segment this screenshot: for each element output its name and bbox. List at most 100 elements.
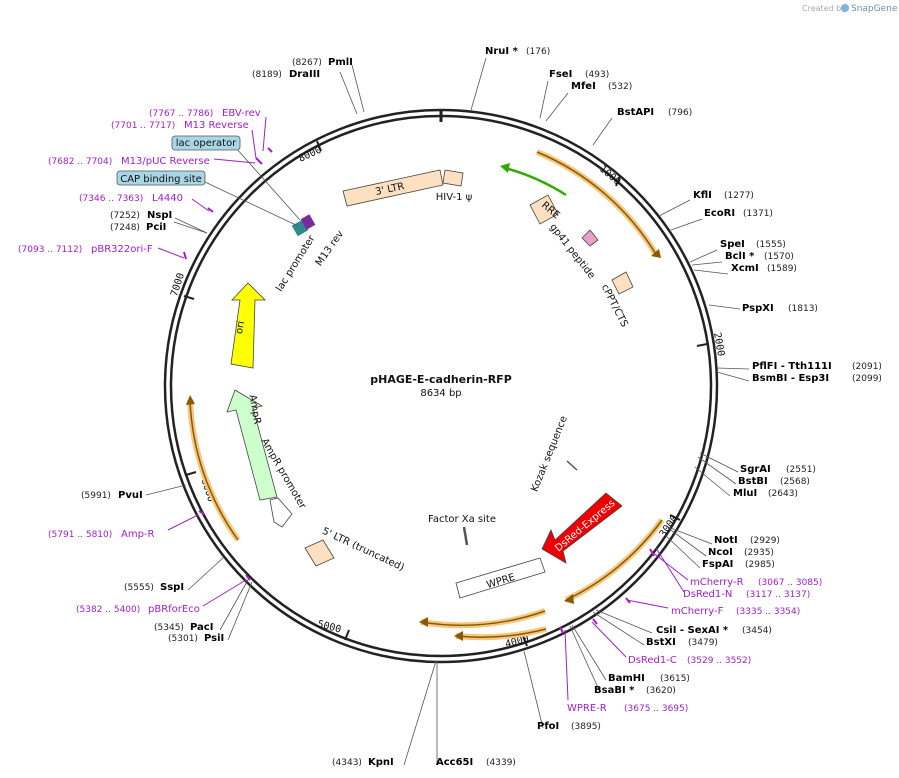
lac-operator-box	[171, 135, 241, 151]
ltr3-box	[342, 169, 444, 207]
svg-text:(4343): (4343)	[332, 758, 362, 768]
snapgene-logo-icon	[841, 4, 849, 12]
svg-text:(493): (493)	[585, 70, 609, 80]
cap-binding-site-box	[116, 170, 206, 186]
svg-text:(7346 .. 7363): (7346 .. 7363)	[79, 194, 143, 204]
enzyme-psii: PsiI	[204, 633, 224, 644]
dsred-label: DsRed-Express	[553, 498, 617, 554]
svg-text:(1570): (1570)	[764, 252, 794, 262]
rre-box	[529, 194, 559, 225]
svg-text:(5791 .. 5810): (5791 .. 5810)	[48, 530, 112, 540]
svg-text:(4339): (4339)	[486, 758, 516, 768]
enzyme-nspi: NspI	[147, 210, 172, 221]
enzyme-draiii: DraIII	[289, 69, 320, 80]
cppt-box	[611, 271, 634, 295]
primer-labels: mCherry-R (3067 .. 3085) DsRed1-N (3117 …	[18, 108, 822, 714]
svg-text:(3479): (3479)	[688, 638, 718, 648]
svg-text:(3454): (3454)	[742, 626, 772, 636]
svg-text:(2091): (2091)	[852, 362, 882, 372]
enzyme-pmli: PmlI	[328, 57, 353, 68]
svg-text:(7252): (7252)	[110, 211, 140, 221]
ltr5-box	[304, 539, 335, 567]
primer-mcherry-r: mCherry-R	[690, 577, 744, 588]
svg-text:(5382 .. 5400): (5382 .. 5400)	[76, 605, 140, 615]
enzyme-pspxi: PspXI	[742, 303, 774, 314]
svg-text:(2929): (2929)	[750, 536, 780, 546]
svg-text:(2643): (2643)	[768, 489, 798, 499]
enzyme-spei: SpeI	[720, 239, 745, 250]
enzyme-bstbi: BstBI	[738, 476, 768, 487]
kozak-mark	[566, 460, 578, 471]
enzyme-labels: NruI * (176) FseI (493) MfeI (532) BstAP…	[81, 46, 882, 768]
enzyme-acc65i: Acc65I	[436, 757, 473, 768]
svg-text:(2099): (2099)	[852, 374, 882, 384]
orf-arc-3	[420, 608, 546, 629]
svg-text:(1371): (1371)	[743, 209, 773, 219]
svg-text:(7248): (7248)	[110, 223, 140, 233]
enzyme-bsmbi: BsmBI - Esp3I	[752, 373, 829, 384]
orf-arc-1-head	[651, 249, 661, 258]
primer-l4440: L4440	[152, 193, 183, 204]
svg-text:(3529 .. 3552): (3529 .. 3552)	[687, 656, 751, 666]
enzyme-ncoi: NcoI	[708, 547, 733, 558]
primer-m13-puc-reverse: M13/pUC Reverse	[121, 156, 210, 167]
enzyme-bstapi: BstAPI	[617, 107, 654, 118]
credit-brand: SnapGene	[851, 4, 898, 14]
ampr-promoter-arrow	[269, 497, 293, 528]
enzyme-kfli: KflI	[693, 190, 712, 201]
ori-arrow	[230, 282, 266, 369]
enzyme-sspi: SspI	[160, 582, 184, 593]
lac-operator-label: lac operator	[176, 138, 237, 149]
svg-text:(1277): (1277)	[724, 191, 754, 201]
primer-leaders	[157, 116, 689, 701]
enzyme-pcii: PciI	[146, 222, 166, 233]
svg-text:(2568): (2568)	[780, 477, 810, 487]
kozak-label: Kozak sequence	[529, 415, 569, 494]
enzyme-mlui: MluI	[733, 488, 757, 499]
ori-label: ori	[234, 320, 247, 335]
enzyme-pvui: PvuI	[118, 490, 143, 501]
svg-text:(7767 .. 7786): (7767 .. 7786)	[149, 109, 213, 119]
enzyme-sgrai: SgrAI	[740, 464, 771, 475]
primer-amp-r: Amp-R	[121, 529, 155, 540]
svg-text:(8189): (8189)	[252, 70, 282, 80]
ampr-arrow	[226, 389, 278, 501]
svg-text:(3117 .. 3137): (3117 .. 3137)	[746, 590, 810, 600]
primer-ebv-rev: EBV-rev	[222, 108, 261, 119]
enzyme-fsei: FseI	[549, 69, 572, 80]
hiv-arrow	[504, 166, 567, 197]
enzyme-kpni: KpnI	[368, 757, 394, 768]
enzyme-pfoi: PfoI	[537, 721, 559, 732]
enzyme-paci: PacI	[190, 622, 213, 633]
enzyme-nrui: NruI *	[485, 46, 519, 57]
svg-text:(3615): (3615)	[660, 674, 690, 684]
hiv-label: HIV-1 ψ	[436, 192, 473, 203]
svg-text:(1813): (1813)	[788, 304, 818, 314]
gp41-shape	[581, 229, 599, 247]
factorxa-mark	[462, 526, 469, 546]
svg-text:(7701 .. 7717): (7701 .. 7717)	[111, 121, 175, 131]
primer-pbr322ori-f: pBR322ori-F	[91, 244, 153, 255]
credit-prefix: Created by	[802, 4, 846, 13]
svg-text:(3895): (3895)	[571, 722, 601, 732]
orf-arcs	[186, 149, 665, 641]
svg-text:(796): (796)	[668, 108, 692, 118]
tick-2000: 2000	[711, 332, 726, 358]
m13rev-label: M13 rev	[314, 229, 346, 269]
svg-text:(5555): (5555)	[124, 583, 154, 593]
svg-text:(8267): (8267)	[292, 58, 322, 68]
enzyme-noti: NotI	[714, 535, 738, 546]
enzyme-ecori: EcoRI	[704, 208, 735, 219]
lac-promoter-label: lac promoter	[274, 233, 318, 294]
svg-text:(1555): (1555)	[756, 240, 786, 250]
svg-text:(5301): (5301)	[168, 634, 198, 644]
svg-text:(5991): (5991)	[81, 491, 111, 501]
primer-m13-reverse: M13 Reverse	[184, 120, 249, 131]
svg-text:(3620): (3620)	[646, 686, 676, 696]
svg-text:(532): (532)	[608, 82, 632, 92]
enzyme-xcmi: XcmI	[731, 263, 759, 274]
enzyme-bcli: BclI *	[725, 251, 755, 262]
primer-mcherry-f: mCherry-F	[671, 606, 724, 617]
factorxa-label: Factor Xa site	[428, 514, 496, 525]
